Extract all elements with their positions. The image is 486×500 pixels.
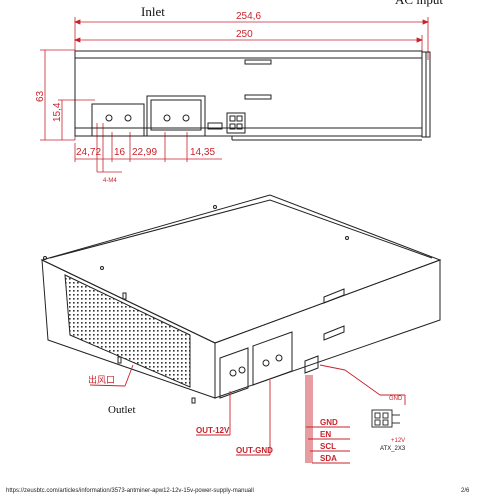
- signal-sda-label: SDA: [320, 454, 337, 463]
- outlet-label: Outlet: [108, 404, 136, 416]
- dim-overall-text: 254,6: [236, 11, 261, 22]
- out-12v-label: OUT-12V: [196, 426, 230, 435]
- isometric-drawing: 出风口 Outlet OUT-12V OUT-GND GND EN SCL SD…: [40, 194, 442, 464]
- signal-scl-label: SCL: [320, 442, 336, 451]
- dim-c-text: 22,99: [132, 147, 157, 158]
- dim-d-text: 14,35: [190, 147, 215, 158]
- conn-gnd-label: GND: [389, 396, 403, 402]
- dim-body-text: 250: [236, 29, 253, 40]
- footer-url[interactable]: https://zeusbtc.com/articles/information…: [6, 488, 254, 494]
- outlet-chinese-label: 出风口: [88, 374, 115, 386]
- signal-gnd-label: GND: [320, 418, 338, 427]
- out-gnd-label: OUT-GND: [236, 446, 273, 455]
- page-number: 2/6: [461, 488, 470, 494]
- dim-b-text: 16: [114, 147, 126, 158]
- dim-height-outer-text: 63: [35, 90, 46, 102]
- screw-note-text: 4-M4: [103, 178, 117, 184]
- ac-input-label: AC input: [395, 0, 443, 8]
- conn-12v-label: +12V: [391, 438, 405, 444]
- dim-a-text: 24,72: [76, 147, 101, 158]
- dim-height-inner-text: 15,4: [52, 102, 63, 122]
- conn-name-label: ATX_2X3: [380, 446, 406, 452]
- signal-en-label: EN: [320, 430, 331, 439]
- inlet-label: Inlet: [141, 4, 165, 19]
- top-view-drawing: 254,6 250 63 15,4 24,72 16 22,99 14,35 4…: [35, 11, 431, 184]
